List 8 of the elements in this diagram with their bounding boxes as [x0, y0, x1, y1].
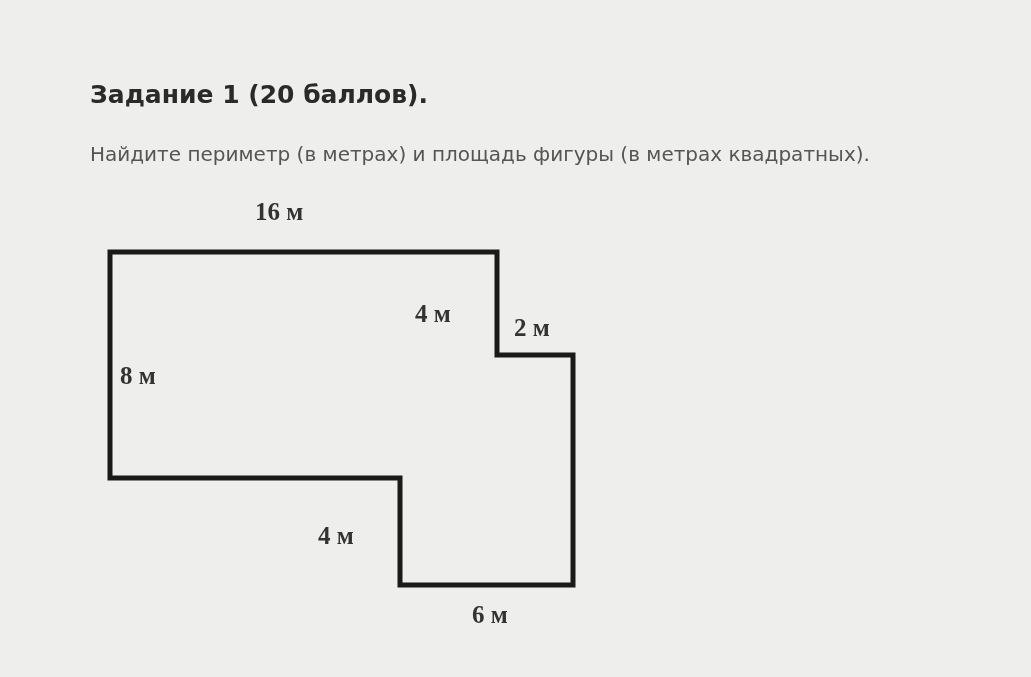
dimension-label: 4 м [415, 300, 451, 328]
dimension-label: 4 м [318, 522, 354, 550]
dimension-label: 6 м [472, 601, 508, 629]
task-title: Задание 1 (20 баллов). [90, 80, 429, 109]
dimension-label: 2 м [514, 314, 550, 342]
dimension-label: 16 м [255, 198, 304, 226]
dimension-label: 8 м [120, 362, 156, 390]
task-text: Найдите периметр (в метрах) и площадь фигуры (в метрах квадратных). [90, 142, 870, 166]
